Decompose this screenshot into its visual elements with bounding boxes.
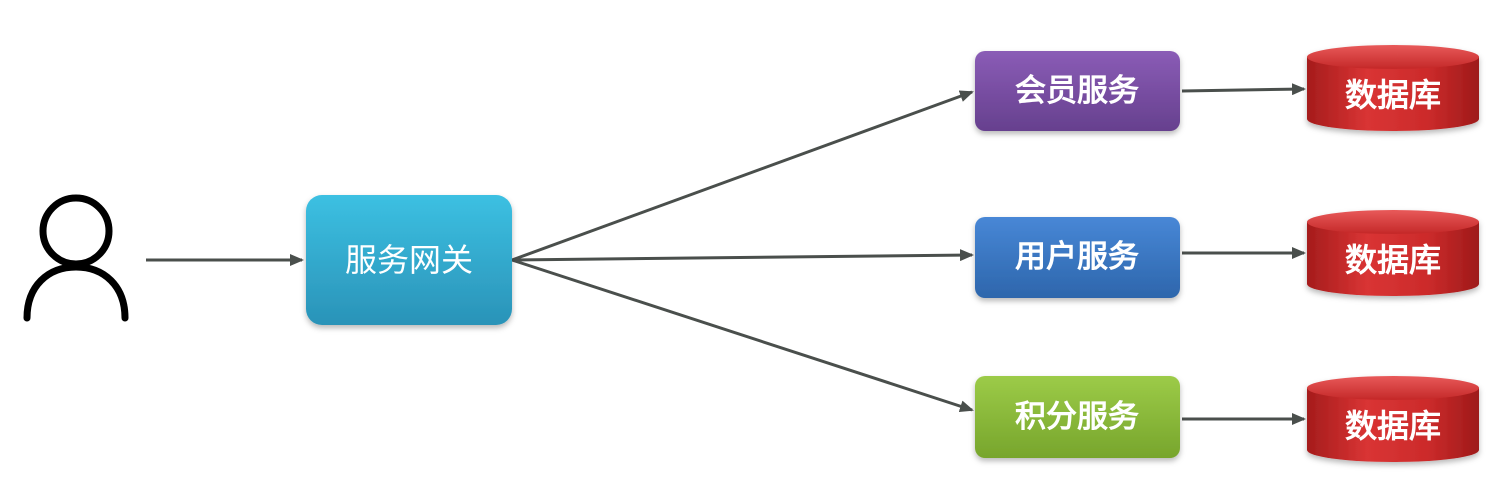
database-label-2: 数据库: [1345, 241, 1441, 279]
arrow-gateway-to-member: [511, 90, 974, 262]
service-node-member: 会员服务: [975, 51, 1180, 131]
gateway-node: 服务网关: [306, 195, 512, 325]
database-icon-3: 数据库: [1307, 376, 1479, 462]
service-label-member: 会员服务: [1015, 73, 1139, 109]
connections: [146, 83, 1306, 425]
database-icon-2: 数据库: [1307, 210, 1479, 296]
gateway-label: 服务网关: [345, 241, 473, 279]
service-label-points: 积分服务: [1015, 399, 1139, 435]
arrow-gateway-to-points: [511, 258, 974, 412]
service-node-user: 用户服务: [975, 217, 1180, 298]
arrow-member-to-db: [1181, 83, 1306, 96]
database-label-3: 数据库: [1345, 407, 1441, 445]
database-label-1: 数据库: [1345, 76, 1441, 114]
arrow-gateway-to-user: [511, 249, 974, 262]
service-node-points: 积分服务: [975, 376, 1180, 458]
user-icon: [23, 194, 129, 322]
database-icon-1: 数据库: [1307, 45, 1479, 131]
service-label-user: 用户服务: [1015, 239, 1139, 275]
